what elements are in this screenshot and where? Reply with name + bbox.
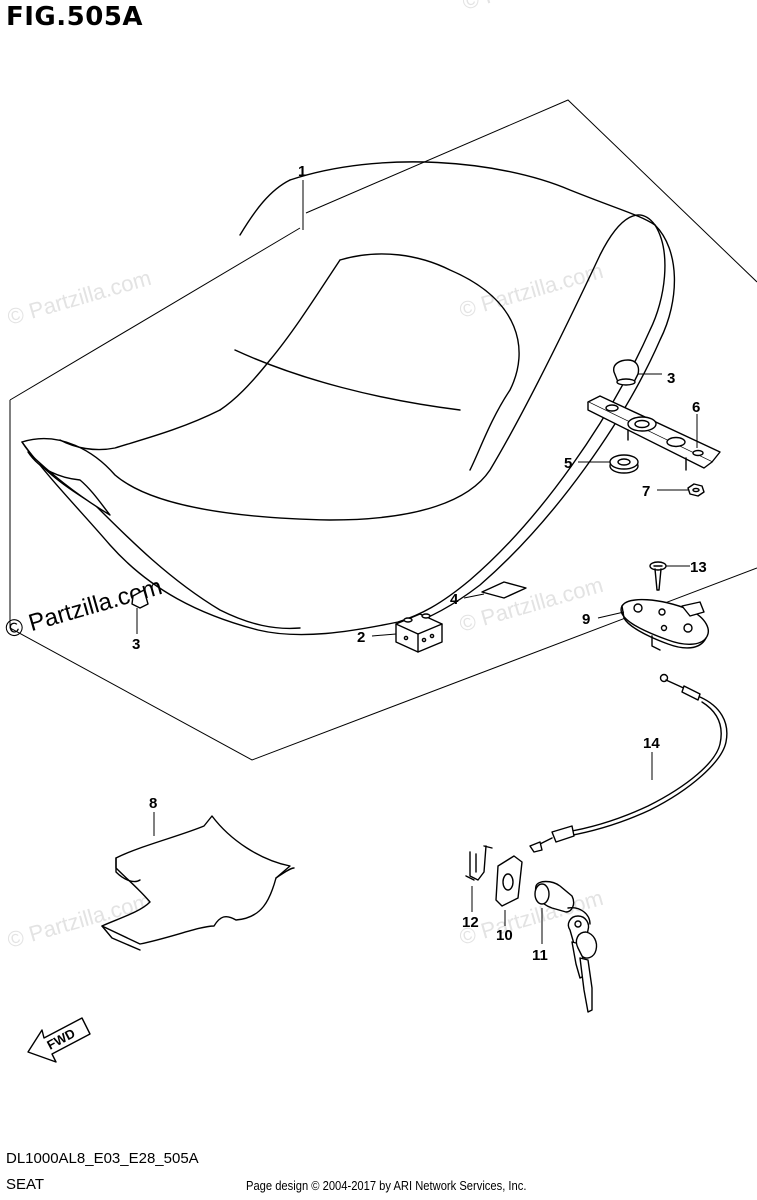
watermark: © Partzilla.com bbox=[459, 0, 608, 15]
callout-labels: 1 3 6 5 7 13 4 2 9 3 14 8 12 10 11 bbox=[132, 163, 707, 964]
label-plate-part bbox=[481, 581, 527, 599]
watermarks: © Partzilla.com © Partzilla.com © Partzi… bbox=[2, 0, 609, 953]
callout-label: 11 bbox=[532, 947, 548, 964]
nut-part bbox=[687, 483, 705, 497]
section-name: SEAT bbox=[6, 1176, 45, 1193]
callout-label: 3 bbox=[667, 370, 675, 387]
callout-label: 9 bbox=[582, 611, 590, 628]
leader-lines bbox=[136, 180, 698, 944]
figure-code: DL1000AL8_E03_E28_505A bbox=[6, 1150, 199, 1167]
grommet-part bbox=[609, 454, 639, 474]
plate-part bbox=[495, 855, 523, 907]
callout-label: 8 bbox=[149, 795, 157, 812]
footer-copyright: Page design © 2004-2017 by ARI Network S… bbox=[246, 1178, 527, 1193]
callout-label: 3 bbox=[132, 636, 140, 653]
callout-label: 10 bbox=[496, 927, 513, 944]
callout-label: 6 bbox=[692, 399, 700, 416]
callout-label: 12 bbox=[462, 914, 479, 931]
seat-drawing bbox=[21, 161, 676, 636]
forward-direction-arrow: FWD bbox=[27, 1017, 91, 1063]
cushion-left-part bbox=[131, 589, 149, 609]
callout-label: 2 bbox=[357, 629, 365, 646]
seat-bracket-part bbox=[587, 395, 721, 471]
callout-label: 14 bbox=[643, 735, 660, 752]
clip-part bbox=[465, 845, 493, 881]
watermark: © Partzilla.com bbox=[4, 265, 153, 330]
connector-part bbox=[395, 613, 443, 653]
seat-boundary-box bbox=[9, 99, 757, 761]
screw-part bbox=[649, 561, 667, 591]
watermark: © Partzilla.com bbox=[2, 573, 165, 644]
seat-lock-part bbox=[620, 598, 709, 651]
cushion-top-part bbox=[613, 359, 640, 386]
key-lock-part bbox=[534, 880, 598, 1013]
callout-label: 7 bbox=[642, 483, 650, 500]
callout-label: 5 bbox=[564, 455, 572, 472]
figure-title: FIG.505A bbox=[6, 2, 144, 32]
cable-part bbox=[529, 673, 728, 853]
tray-part bbox=[101, 815, 295, 951]
callout-label: 13 bbox=[690, 559, 707, 576]
callout-label: 4 bbox=[450, 591, 459, 608]
callout-label: 1 bbox=[298, 163, 306, 180]
